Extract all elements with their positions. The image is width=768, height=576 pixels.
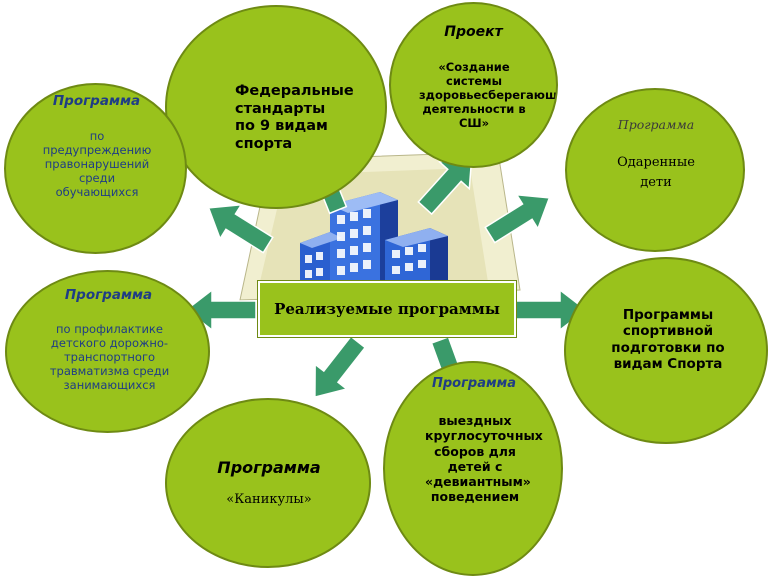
node-project: Проект «Создание системы здоровьесберега… [389, 2, 558, 168]
node-holidays-title: Программа [217, 458, 321, 477]
node-federal: Федеральные стандарты по 9 видам спорта [165, 5, 387, 209]
node-traffic: Программа по профилактике детского дорож… [5, 270, 210, 433]
node-project-body: «Создание системы здоровьесберегающей де… [419, 60, 558, 131]
center-label: Реализуемые программы [274, 300, 500, 318]
center-box: Реализуемые программы [258, 281, 516, 337]
node-offense: Программа по предупреждению правонарушен… [4, 83, 187, 254]
node-holidays-body: «Каникулы» [226, 492, 312, 507]
node-federal-text: Федеральные стандарты по 9 видам спорта [235, 83, 354, 153]
node-camps-body: выездных круглосуточных сборов для детей… [425, 413, 543, 505]
arrow-to-holidays [298, 328, 375, 411]
node-gifted-title: Программа [617, 117, 695, 132]
node-sport-training: Программы спортивной подготовки по видам… [564, 257, 768, 444]
node-offense-body: по предупреждению правонарушений среди о… [42, 129, 152, 200]
node-traffic-title: Программа [64, 287, 153, 303]
node-camps: Программа выездных круглосуточных сборов… [383, 361, 563, 576]
node-gifted-body: Одаренные дети [617, 155, 695, 190]
node-sport-training-text: Программы спортивной подготовки по видам… [611, 307, 725, 373]
node-camps-title: Программа [431, 376, 516, 391]
arrow-to-gifted [478, 180, 561, 253]
node-project-title: Проект [444, 24, 503, 40]
node-offense-title: Программа [52, 93, 141, 109]
node-gifted: Программа Одаренные дети [565, 88, 745, 252]
node-holidays: Программа «Каникулы» [165, 398, 371, 568]
node-traffic-body: по профилактике детского дорожно-транспо… [49, 322, 170, 393]
